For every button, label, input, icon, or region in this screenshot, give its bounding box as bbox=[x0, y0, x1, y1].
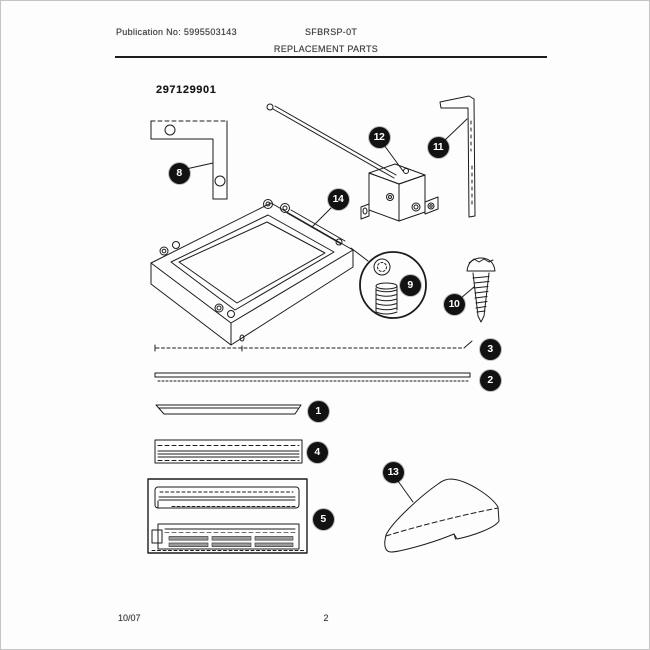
diagram-part-number: 297129901 bbox=[156, 84, 217, 96]
callout-13: 13 bbox=[382, 461, 404, 483]
callout-1: 1 bbox=[307, 400, 329, 422]
callout-5: 5 bbox=[312, 508, 334, 530]
part-2-strip-drawing bbox=[154, 372, 471, 382]
callout-8: 8 bbox=[168, 162, 190, 184]
callout-3: 3 bbox=[479, 338, 501, 360]
part-1-strip-drawing bbox=[155, 404, 302, 415]
part-11-allen-wrench-drawing bbox=[439, 95, 476, 218]
callout-14: 14 bbox=[327, 188, 349, 210]
callout-12: 12 bbox=[368, 126, 390, 148]
footer-date: 10/07 bbox=[118, 613, 141, 623]
callout-10: 10 bbox=[443, 293, 465, 315]
callout-11: 11 bbox=[427, 136, 449, 158]
footer-page-number: 2 bbox=[323, 613, 329, 623]
part-8-bracket-drawing bbox=[150, 120, 228, 200]
model-number: SFBRSP-0T bbox=[305, 27, 358, 37]
page-title: REPLACEMENT PARTS bbox=[273, 44, 379, 54]
callout-9: 9 bbox=[399, 274, 421, 296]
part-3-strip-drawing bbox=[154, 340, 473, 352]
part-4-grille-strip-drawing bbox=[154, 439, 303, 464]
callout-4: 4 bbox=[306, 441, 328, 463]
part-5-kickplate-drawing bbox=[147, 478, 308, 554]
part-10-screw-drawing bbox=[460, 257, 496, 323]
header-rule bbox=[115, 56, 547, 58]
callout-2: 2 bbox=[479, 369, 501, 391]
part-9-spring-detail-drawing bbox=[350, 247, 427, 319]
part-14-frame-drawing bbox=[150, 199, 354, 352]
publication-number: Publication No: 5995503143 bbox=[116, 27, 237, 37]
part-13-cover-drawing bbox=[384, 478, 500, 553]
part-12-latch-rod-drawing bbox=[266, 103, 439, 222]
